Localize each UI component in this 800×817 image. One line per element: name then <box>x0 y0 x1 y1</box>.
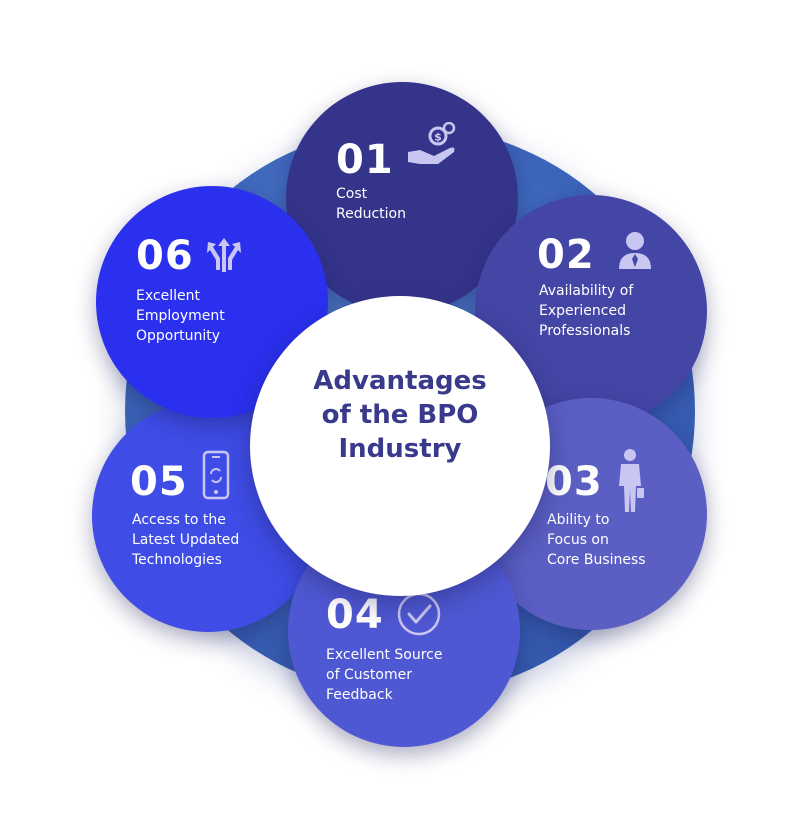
center-title-line: of the BPO <box>321 400 479 430</box>
item-label-line: Access to the <box>132 512 226 528</box>
item-label-line: Professionals <box>539 323 631 339</box>
item-label-line: Excellent <box>136 288 200 304</box>
item-label: Access to the Latest Updated Technologie… <box>132 510 239 570</box>
item-label-line: of Customer <box>326 667 412 683</box>
item-label-line: Excellent Source <box>326 647 443 663</box>
center-title: Advantages of the BPO Industry <box>250 364 550 466</box>
item-number: 03 <box>545 459 603 505</box>
growth-arrows-icon <box>204 236 244 279</box>
center-circle: Advantages of the BPO Industry <box>250 296 550 596</box>
item-label-line: Experienced <box>539 303 626 319</box>
svg-text:$: $ <box>434 131 442 144</box>
item-label: Ability to Focus on Core Business <box>547 510 646 570</box>
item-label-line: Feedback <box>326 687 393 703</box>
item-number: 04 <box>326 592 384 638</box>
item-label: Cost Reduction <box>336 184 406 224</box>
item-label-line: Employment <box>136 308 225 324</box>
item-number: 05 <box>130 459 188 505</box>
item-label-line: Opportunity <box>136 328 221 344</box>
item-label-line: Latest Updated <box>132 532 240 548</box>
item-number: 02 <box>537 232 595 278</box>
item-label: Excellent Source of Customer Feedback <box>326 645 442 705</box>
person-icon <box>615 229 655 278</box>
smartphone-icon <box>202 450 230 505</box>
center-title-line: Advantages <box>313 366 487 396</box>
item-label-line: Reduction <box>336 206 406 222</box>
check-circle-icon <box>396 591 442 642</box>
money-hand-icon: $ <box>404 121 460 175</box>
item-label: Excellent Employment Opportunity <box>136 286 225 346</box>
item-label-line: Technologies <box>132 552 222 568</box>
item-label-line: Cost <box>336 186 368 202</box>
item-number: 01 <box>336 137 394 183</box>
item-number: 06 <box>136 233 194 279</box>
item-label-line: Ability to <box>547 512 610 528</box>
center-title-line: Industry <box>338 434 462 464</box>
item-label-line: Availability of <box>539 283 634 299</box>
item-label-line: Core Business <box>547 552 646 568</box>
businessman-icon <box>615 448 645 519</box>
item-label: Availability of Experienced Professional… <box>539 281 633 341</box>
item-label-line: Focus on <box>547 532 609 548</box>
